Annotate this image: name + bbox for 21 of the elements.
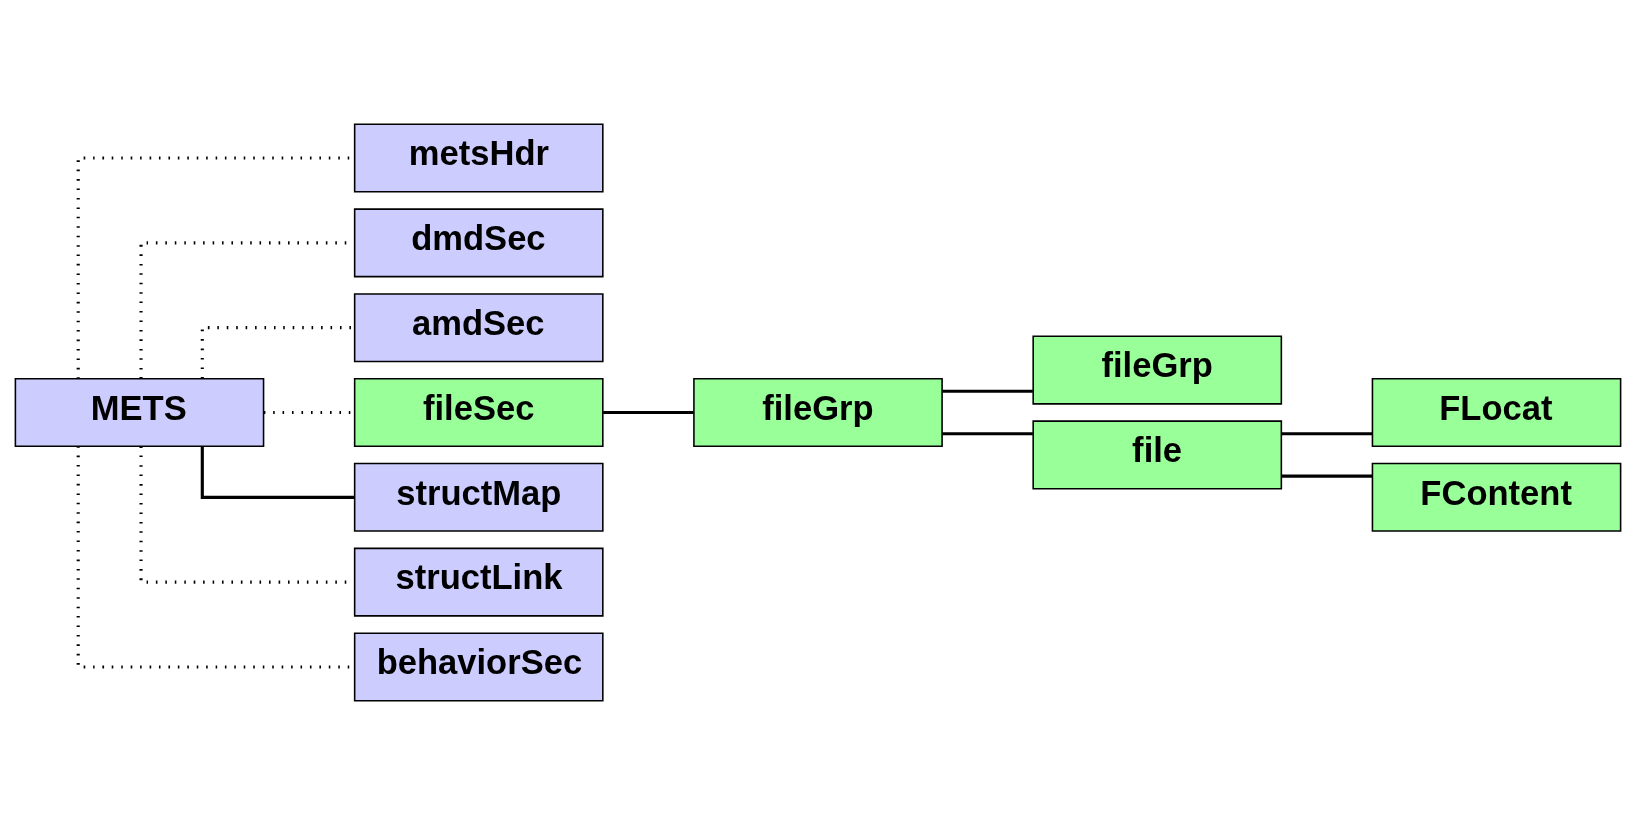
node-box: amdSec [353,292,604,362]
node-box: behaviorSec [353,631,604,701]
node-box: fileGrp [1032,335,1283,405]
connector [200,446,355,499]
connector [1281,474,1373,478]
connector [1281,431,1373,435]
connector [603,410,694,414]
connector [139,445,355,584]
connector [942,431,1033,435]
node-box: structMap [353,462,604,532]
node-box: file [1032,419,1283,489]
connector [76,445,355,669]
node-box: metsHdr [353,123,604,193]
node-box: METS [14,377,265,447]
node-box: fileGrp [693,377,943,447]
node-box: dmdSec [353,207,604,277]
node-box: FContent [1371,462,1622,532]
node-box: FLocat [1371,377,1622,447]
connector [942,389,1033,393]
node-box: structLink [353,547,604,617]
node-box: fileSec [353,377,604,447]
